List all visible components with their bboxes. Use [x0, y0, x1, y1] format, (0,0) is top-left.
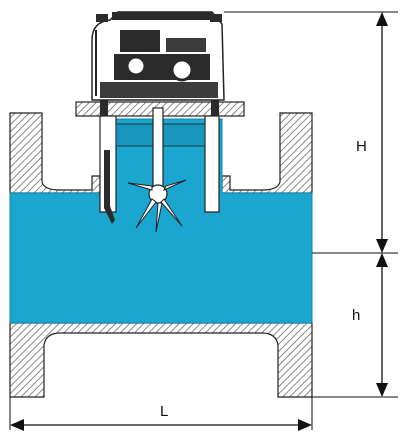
- height-upper-arrow-icon: [376, 12, 388, 253]
- register-base: [100, 82, 218, 98]
- left-knob: [96, 14, 108, 22]
- impeller-blade-up-left: [127, 182, 153, 191]
- gear-block-upper-right: [166, 38, 206, 52]
- left-flange: [9, 112, 101, 194]
- pipe-body: [9, 112, 313, 398]
- impeller-blade-down-right: [160, 198, 183, 227]
- bottom-casing: [9, 322, 313, 398]
- length-label: L: [160, 403, 168, 420]
- length-arrow-icon: [10, 419, 312, 431]
- impeller-blade-up-right: [162, 179, 187, 192]
- gear-block-upper: [120, 30, 160, 52]
- right-knob: [210, 14, 222, 22]
- impeller-blade-down-left: [135, 198, 157, 229]
- measuring-insert: [75, 100, 245, 224]
- register-head: [91, 11, 225, 101]
- height-upper-label: H: [356, 138, 367, 155]
- spindle: [152, 107, 164, 189]
- left-rod: [104, 150, 115, 224]
- gear-right: [170, 58, 194, 82]
- height-lower-arrow-icon: [376, 253, 388, 397]
- impeller: [127, 179, 187, 233]
- height-lower-label: h: [352, 307, 360, 324]
- impeller-blade-down: [155, 202, 163, 233]
- right-chamber-wall: [204, 115, 220, 213]
- gear-left: [125, 55, 147, 77]
- right-flange: [221, 112, 313, 194]
- dimensions: H h L: [9, 11, 398, 431]
- register-cap: [112, 12, 212, 20]
